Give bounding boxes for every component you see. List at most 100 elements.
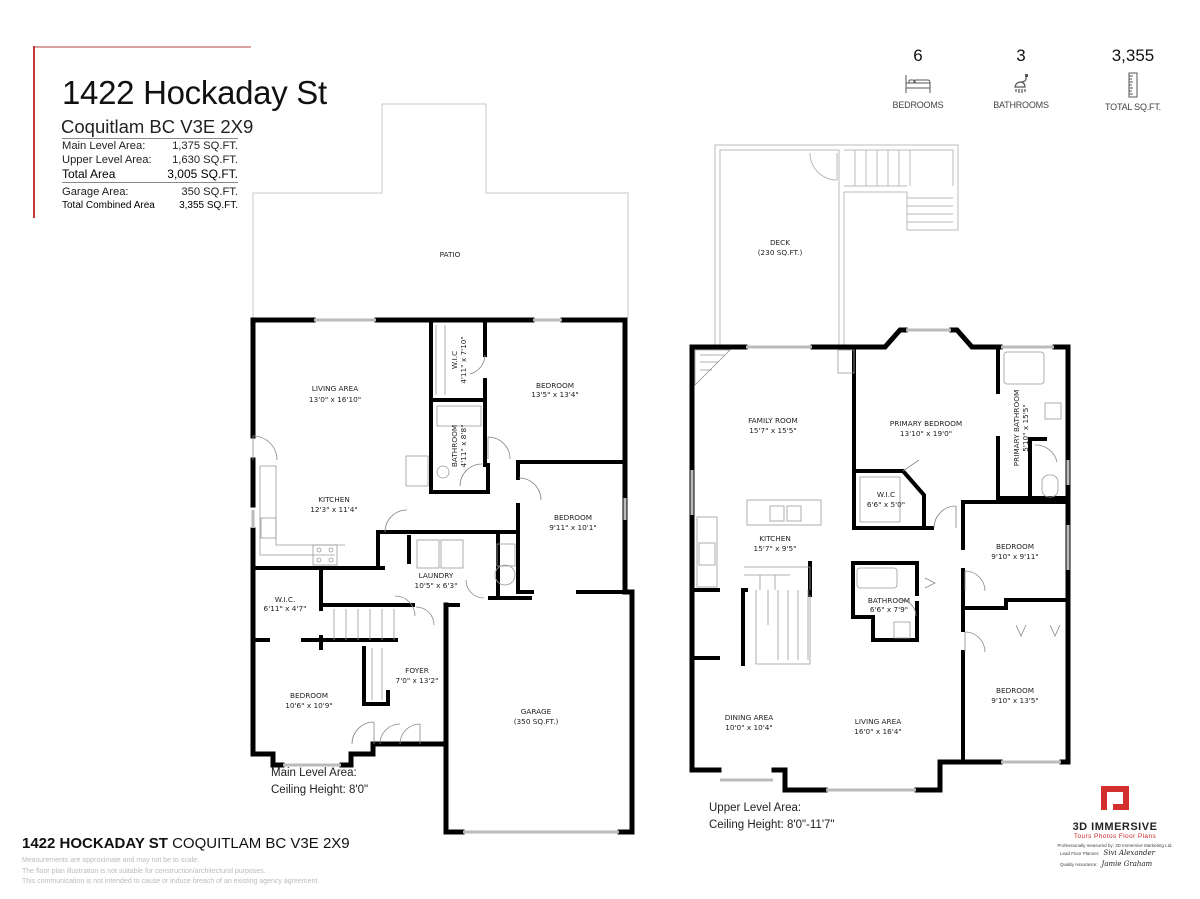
room-label-bedroom-upper-2: BEDROOM	[996, 686, 1034, 695]
room-dims-kitchen: 12'3" x 11'4"	[310, 505, 358, 514]
disclaimer-line: Measurements are approximate and may not…	[22, 857, 200, 864]
stat-value: 3	[1016, 46, 1026, 65]
main-room-labels: PATIO LIVING AREA 13'0" x 16'10" W.I.C 4…	[264, 250, 597, 726]
stat-label: TOTAL SQ.FT.	[1105, 102, 1161, 112]
area-summary: Main Level Area: 1,375 SQ.FT. Upper Level…	[62, 138, 238, 213]
room-dims-living: 13'0" x 16'10"	[309, 395, 361, 404]
stat-value: 3,355	[1111, 46, 1155, 65]
main-windows	[251, 318, 627, 834]
brand-tagline: Tours Photos Floor Plans	[1073, 833, 1157, 840]
room-dims-bathroom-upper: 6'6" x 7'9"	[870, 605, 908, 614]
area-row-main: Main Level Area: 1,375 SQ.FT.	[62, 139, 238, 153]
room-label-dining: DINING AREA	[725, 713, 773, 722]
area-label: Garage Area:	[62, 186, 129, 198]
room-label-living: LIVING AREA	[312, 384, 358, 393]
room-label-wic-2: W.I.C.	[275, 595, 296, 604]
room-label-patio: PATIO	[440, 250, 461, 259]
room-label-wic: W.I.C	[450, 351, 459, 369]
room-label-garage: GARAGE	[521, 707, 552, 716]
upper-level-caption-title: Upper Level Area:	[709, 802, 802, 814]
room-label-deck: DECK	[770, 238, 790, 247]
footer-address: 1422 HOCKADAY ST COQUITLAM BC V3E 2X9	[22, 835, 350, 852]
ruler-icon	[1128, 72, 1138, 98]
stat-total-sqft: 3,355 TOTAL SQ.FT.	[1088, 46, 1178, 112]
main-level-caption-title: Main Level Area:	[271, 767, 357, 779]
main-level-ceiling-height: Ceiling Height: 8'0"	[271, 784, 369, 796]
room-dims-kitchen-upper: 15'7" x 9'5"	[754, 544, 797, 553]
room-dims-laundry: 10'5" x 6'3"	[415, 581, 458, 590]
room-label-living-upper: LIVING AREA	[855, 717, 901, 726]
accent-line-top	[33, 46, 251, 48]
area-row-garage: Garage Area: 350 SQ.FT.	[62, 185, 238, 199]
stat-label: BATHROOMS	[993, 100, 1049, 110]
lead-planner-signature: Sivi Alexander	[1103, 849, 1156, 857]
footer-address-street: 1422 HOCKADAY ST	[22, 835, 168, 852]
upper-interior-walls	[690, 347, 1070, 764]
room-label-foyer: FOYER	[405, 666, 429, 675]
room-label-bedroom-upper-1: BEDROOM	[996, 542, 1034, 551]
room-label-kitchen: KITCHEN	[318, 495, 350, 504]
patio-outline	[252, 103, 629, 318]
stat-label: BEDROOMS	[892, 100, 944, 110]
disclaimer-line: The floor plan illustration is not suita…	[22, 867, 266, 875]
area-value: 3,355 SQ.FT.	[179, 200, 238, 211]
area-label: Main Level Area:	[62, 140, 146, 152]
upper-fixtures	[694, 349, 1062, 665]
room-dims-living-upper: 16'0" x 16'4"	[854, 727, 902, 736]
room-dims-bedroom-1: 13'5" x 13'4"	[531, 390, 579, 399]
room-dims-bedroom-upper-1: 9'10" x 9'11"	[991, 552, 1039, 561]
main-doors	[252, 354, 542, 745]
quality-assurance: Quality Assurance:Jamie Graham	[1040, 859, 1190, 870]
room-dims-garage: (350 SQ.FT.)	[514, 717, 559, 726]
room-dims-dining: 10'0" x 10'4"	[725, 723, 773, 732]
area-value: 350 SQ.FT.	[181, 186, 238, 198]
area-row-upper: Upper Level Area: 1,630 SQ.FT.	[62, 153, 238, 167]
room-label-bathroom: BATHROOM	[450, 425, 459, 467]
footer-address-city: COQUITLAM BC V3E 2X9	[167, 835, 350, 852]
accent-line-left	[33, 46, 35, 218]
area-value: 1,630 SQ.FT.	[172, 154, 238, 166]
brand-name: 3D IMMERSIVE	[1072, 821, 1158, 833]
main-level-plan: PATIO LIVING AREA 13'0" x 16'10" W.I.C 4…	[250, 103, 635, 835]
upper-windows	[690, 328, 1070, 792]
room-label-wic-upper: W.I.C	[877, 490, 895, 499]
lead-planner: Lead Floor Planner:Sivi Alexander	[1040, 848, 1190, 859]
area-row-total: Total Area 3,005 SQ.FT.	[62, 167, 238, 183]
page-title: 1422 Hockaday St	[62, 74, 327, 111]
room-label-primary-bathroom: PRIMARY BATHROOM	[1012, 390, 1021, 467]
disclaimer-line: This communication is not intended to ca…	[22, 878, 320, 885]
room-label-kitchen-upper: KITCHEN	[759, 534, 791, 543]
upper-level-caption: Upper Level Area: Ceiling Height: 8'0"-1…	[709, 800, 835, 834]
room-dims-bathroom: 4'11" x 8'8"	[459, 425, 468, 468]
area-label: Total Area	[62, 167, 116, 181]
upper-exterior-walls	[689, 327, 1071, 793]
deck-outline	[714, 144, 959, 347]
area-label: Upper Level Area:	[62, 154, 152, 166]
stat-value: 6	[913, 46, 923, 65]
stat-bedrooms: 6 BEDROOMS	[873, 46, 963, 110]
upper-room-labels: DECK (230 SQ.FT.) FAMILY ROOM 15'7" x 15…	[725, 238, 1039, 736]
bed-icon	[905, 75, 931, 93]
room-label-bedroom-1: BEDROOM	[536, 381, 574, 390]
main-level-caption: Main Level Area: Ceiling Height: 8'0"	[271, 765, 368, 799]
room-dims-primary-bedroom: 13'10" x 19'0"	[900, 429, 952, 438]
brand-measured-by: Professionally measured by: 3D Immersive…	[1057, 843, 1173, 848]
room-dims-bedroom-upper-2: 9'10" x 13'5"	[991, 696, 1039, 705]
room-dims-bedroom-3: 10'6" x 10'9"	[285, 701, 333, 710]
room-label-bedroom-2: BEDROOM	[554, 513, 592, 522]
main-interior-walls	[251, 318, 627, 706]
disclaimer: Measurements are approximate and may not…	[22, 856, 319, 888]
area-value: 1,375 SQ.FT.	[172, 140, 238, 152]
area-value: 3,005 SQ.FT.	[167, 167, 238, 181]
qa-label: Quality Assurance:	[1060, 862, 1098, 867]
qa-signature: Jamie Graham	[1101, 860, 1153, 868]
upper-level-plan: DECK (230 SQ.FT.) FAMILY ROOM 15'7" x 15…	[689, 144, 1071, 793]
room-label-family-room: FAMILY ROOM	[748, 416, 798, 425]
room-label-primary-bedroom: PRIMARY BEDROOM	[890, 419, 962, 428]
room-dims-bedroom-2: 9'11" x 10'1"	[549, 523, 597, 532]
brand-logo-icon	[1101, 786, 1129, 810]
main-fixtures	[259, 325, 516, 700]
lead-planner-label: Lead Floor Planner:	[1060, 851, 1100, 856]
